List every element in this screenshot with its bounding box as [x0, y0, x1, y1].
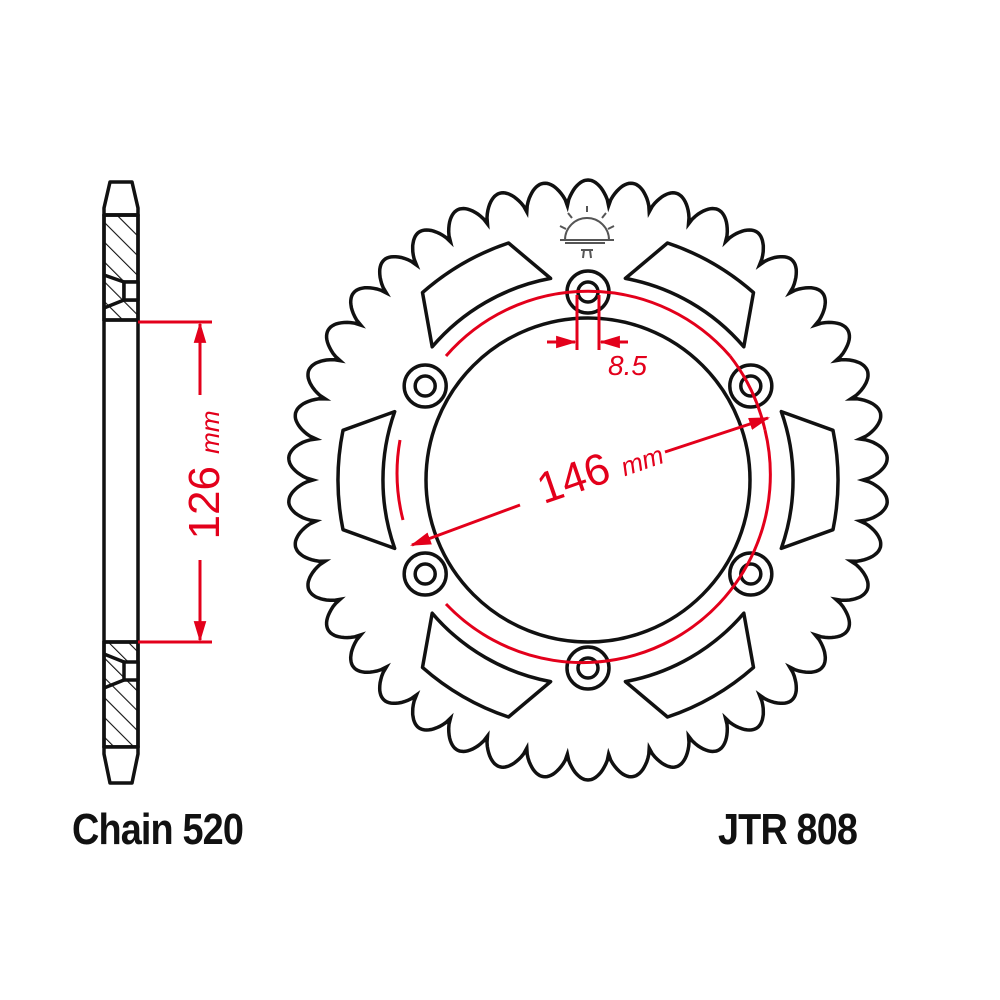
bolt-hole: [728, 363, 774, 409]
lightening-cutout: [336, 409, 397, 551]
lightening-cutout: [623, 241, 756, 349]
chain-size-label: Chain 520: [72, 805, 244, 854]
bolt-circle-dimension: [395, 289, 772, 665]
bolt-hole: [739, 374, 763, 398]
dimension-126mm: [138, 320, 212, 644]
bolt-hole: [739, 562, 763, 586]
sprocket-teeth-outline: [287, 178, 889, 782]
bolt-hole-dimension-label: 8.5: [608, 350, 647, 381]
bolt-hole: [728, 551, 774, 597]
bolt-hole: [413, 374, 437, 398]
part-number-label: JTR 808: [718, 805, 858, 854]
bolt-hole: [576, 656, 600, 680]
side-profile-view: [102, 180, 140, 785]
dimension-126-label: 126 mm: [180, 411, 230, 540]
dimension-126-value: 126: [180, 466, 229, 540]
bolt-hole: [402, 363, 448, 409]
dimension-126-unit: mm: [195, 410, 225, 454]
bolt-hole: [413, 562, 437, 586]
bolt-hole: [402, 551, 448, 597]
bolt-hole: [565, 645, 611, 691]
lightening-cutout: [779, 409, 840, 551]
sun-logo-icon: [559, 206, 615, 259]
lightening-cutout: [420, 241, 553, 349]
lightening-cutout: [420, 611, 553, 719]
dimension-146-unit: mm: [616, 439, 668, 483]
lightening-cutout: [623, 611, 756, 719]
